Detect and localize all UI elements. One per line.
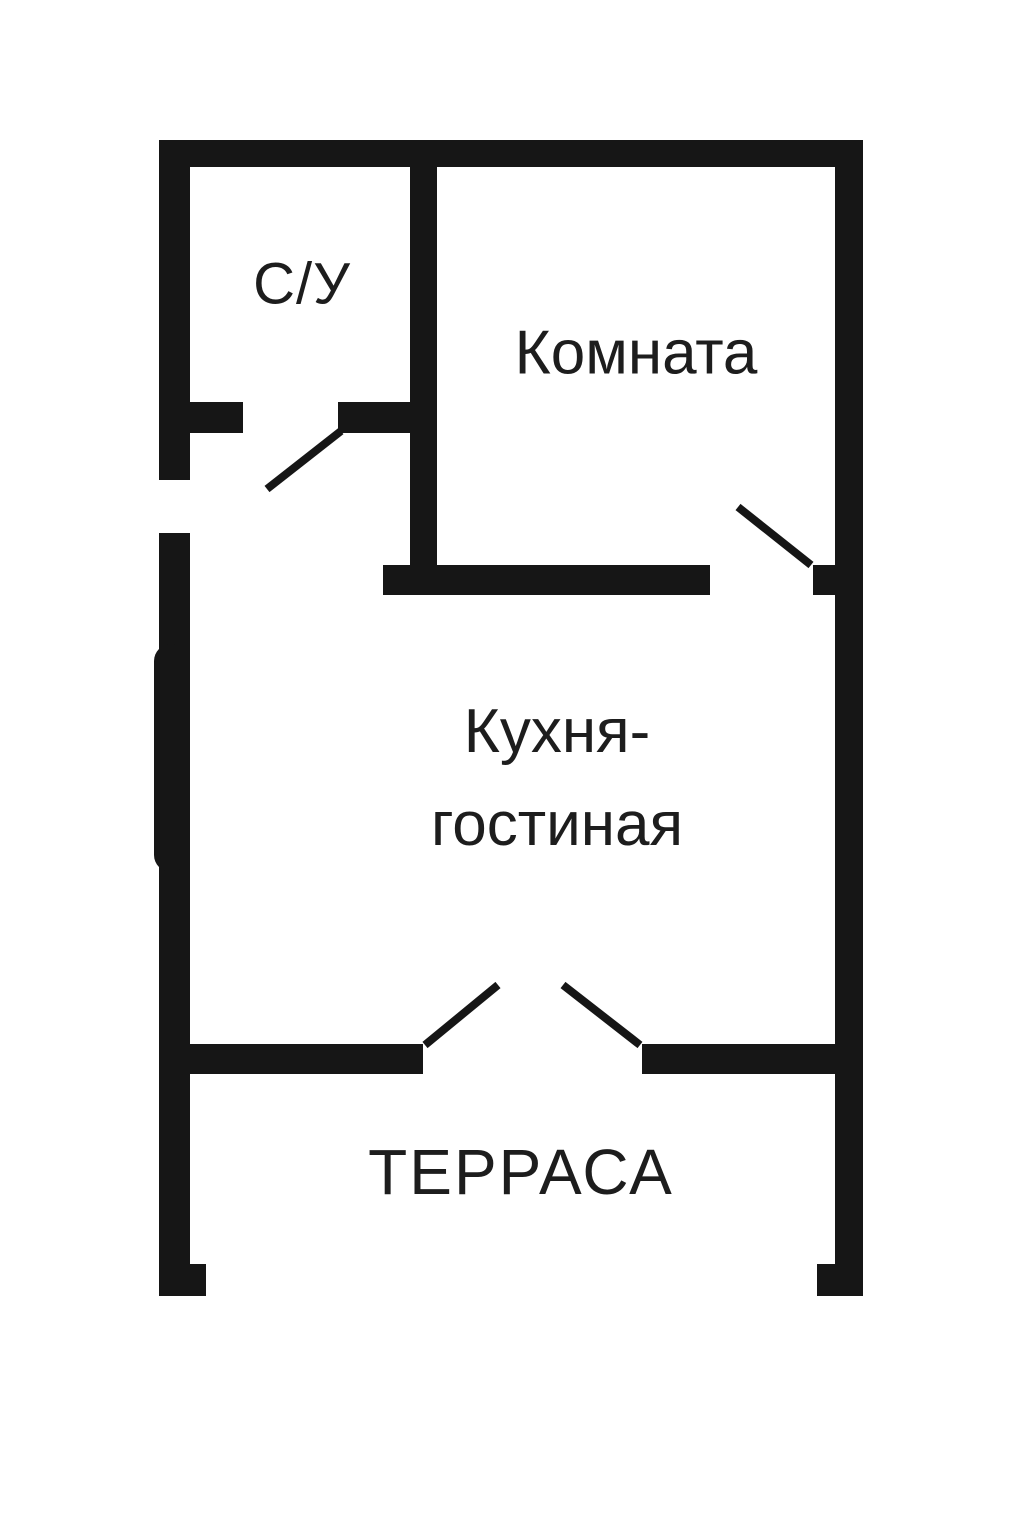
room-door-icon [735, 503, 814, 569]
terrace-door-right-icon [560, 981, 643, 1049]
terrace-door-left-icon [422, 981, 501, 1049]
wall-room-bottom [383, 565, 710, 595]
bathroom-door-icon [264, 427, 344, 493]
label-kitchen-line1: Кухня- [463, 697, 651, 766]
wall-divider-bathroom-room [410, 167, 437, 565]
wall-corner-foot-left [159, 1264, 206, 1296]
wall-room-bottom-stub [813, 565, 835, 595]
label-bathroom: С/У [253, 251, 351, 317]
wall-terrace-left [190, 1044, 423, 1074]
wall-bathroom-stub-right [338, 402, 410, 433]
label-kitchen: Кухня- гостиная [431, 685, 683, 871]
label-terrace: ТЕРРАСА [368, 1136, 674, 1208]
wall-bathroom-stub-left [190, 402, 243, 433]
wall-terrace-right [642, 1044, 835, 1074]
window-icon [154, 644, 188, 872]
wall-right [835, 140, 863, 1296]
wall-top [159, 140, 863, 167]
label-room: Комната [514, 318, 758, 388]
label-kitchen-line2: гостиная [430, 790, 684, 859]
wall-corner-foot-right [817, 1264, 863, 1296]
wall-left-upper [159, 140, 190, 480]
